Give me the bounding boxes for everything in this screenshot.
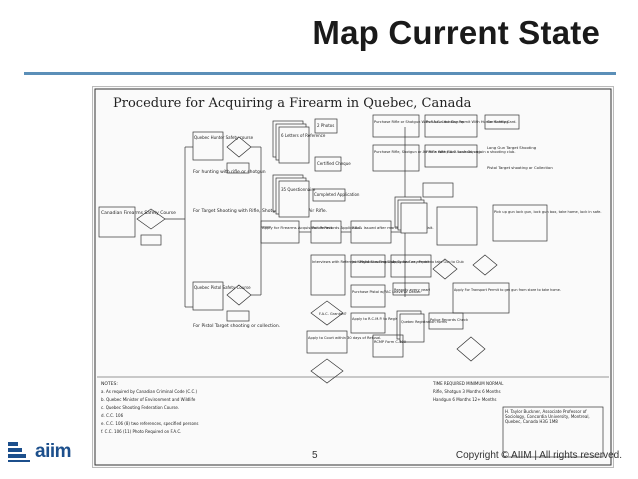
label-hunting-permit: Purchase Hunting Permit With Hunter Safe… — [426, 120, 517, 124]
decision-pass-exam-1 — [136, 208, 166, 230]
box-go-hunting — [484, 114, 520, 130]
box-reapply — [392, 282, 430, 296]
box-hunter-course — [192, 131, 224, 161]
stack-letters-2 — [394, 196, 428, 234]
time-row-1: Rifle, Shotgun 3 Months 6 Months — [433, 389, 501, 394]
label-hunting: For hunting with rifle or shotgun — [193, 169, 266, 175]
label-completed-app: Completed Application — [314, 192, 360, 197]
box-transport-permit — [452, 282, 510, 314]
label-find-place: Find a safe place to shoot, or join a sh… — [426, 150, 515, 154]
note-e: e. C.C. 106 (8) two references, specifie… — [101, 421, 199, 426]
stack-registration — [396, 310, 425, 343]
decision-fac-granted-1 — [310, 300, 344, 326]
note-c: c. Quebec Shooting Federation Course. — [101, 405, 179, 410]
author-box — [502, 406, 604, 458]
process-map-image: Procedure for Acquiring a Firearm in Que… — [92, 86, 614, 468]
box-find-place — [424, 144, 478, 168]
decision-carry-granted — [432, 258, 458, 280]
box-pistol-course — [192, 281, 224, 311]
label-pick-up: Pick up gun lock gun, lock gun box, take… — [494, 210, 602, 214]
title-divider — [24, 72, 616, 75]
box-canadian-course — [98, 206, 136, 238]
author-credit: H. Taylor Buckner, Associate Professor o… — [505, 409, 590, 424]
label-go-hunting: Go Hunting — [487, 119, 509, 124]
label-fac-issued: F.A.C. Issued after mandatory 28 Day Wai… — [352, 225, 434, 230]
aiim-logo-text: aiim — [35, 441, 72, 462]
copyright-notice: Copyright © AIIM | All rights reserved. — [455, 450, 622, 461]
box-photos — [314, 118, 338, 134]
label-target-shooting: For Target Shooting with Rifle, Shotgun … — [193, 208, 327, 214]
decision-pass-exam-3 — [226, 284, 252, 306]
decision-transport-granted — [472, 254, 498, 276]
label-rcmp-form: RCMP Form C-300 — [374, 340, 407, 344]
aiim-logo: aiim — [8, 440, 72, 464]
slide-title: Map Current State — [312, 14, 600, 51]
note-d: d. C.C. 106 — [101, 413, 124, 418]
box-purchase-rifle — [372, 114, 420, 138]
box-retake-1 — [140, 234, 162, 246]
label-reapply: Reapply every year! — [394, 288, 430, 292]
box-apply-court — [306, 330, 348, 354]
decision-registration — [456, 336, 486, 362]
box-rcmp-form — [372, 334, 404, 358]
label-pistol-course: Quebec Pistol Safety Course — [194, 285, 251, 290]
box-cheque — [314, 156, 342, 172]
notes-heading: NOTES: — [101, 381, 118, 387]
decision-fac-granted-2 — [310, 358, 344, 384]
label-transport-permit: Apply For Transport Permit to get gun fr… — [454, 288, 561, 292]
label-apply-court: Apply to Court within 30 days of Refusal… — [308, 336, 381, 340]
label-questionnaire: 35 Questionnaire — [281, 187, 316, 192]
box-police-check-top — [422, 182, 454, 198]
box-carry-permit — [390, 254, 432, 278]
page-number: 5 — [312, 450, 318, 461]
label-pistol-target-right: Pistol Target shooting or Collection — [487, 165, 553, 170]
label-interviews: Interviews with Referees Neighbours Empl… — [312, 260, 432, 264]
time-heading: TIME REQUIRED MINIMUM NORMAL — [432, 381, 504, 386]
box-pick-up — [492, 204, 548, 242]
label-hunter-course: Quebec Hunter Safety course — [194, 135, 254, 140]
label-pistol-target: For Pistol Target shooting or collection… — [193, 323, 280, 329]
label-letters: 6 Letters of Reference — [281, 133, 326, 138]
label-long-gun: Long Gun Target Shooting — [487, 145, 537, 150]
label-apply-rcmp: Apply to R.C.M.P. to Register Pistol — [352, 317, 414, 321]
box-interviews — [310, 254, 346, 296]
label-fac-granted: F.A.C. Granted? — [319, 312, 347, 316]
box-apply-rcmp — [350, 312, 386, 334]
label-registration: Quebec Registration Forms — [401, 320, 447, 324]
note-b: b. Quebec Minister of Environment and Wi… — [101, 397, 196, 402]
stack-letters — [272, 120, 310, 164]
label-apply-fac: Apply for Firearms Acquisition Permit — [262, 225, 333, 230]
label-purchase-rifle: Purchase Rifle or Shotgun With F.A.C. Lo… — [374, 120, 465, 124]
box-completed-app — [312, 188, 346, 202]
decision-pass-exam-2 — [226, 136, 252, 158]
box-police-check — [428, 312, 464, 330]
diagram-title: Procedure for Acquiring a Firearm in Que… — [113, 96, 472, 111]
aiim-logo-icon — [8, 442, 30, 462]
time-row-2: Handgun 6 Months 12+ Months — [433, 397, 496, 402]
stack-questionnaire — [272, 174, 310, 218]
label-purchase-air: Purchase Rifle, Shotgun or Air Rifle Wit… — [374, 150, 482, 154]
label-photos: 2 Photos — [317, 123, 334, 128]
box-join-club — [350, 254, 386, 278]
box-interviews-2 — [436, 206, 478, 246]
box-hunting-permit — [424, 114, 478, 138]
box-purchase-pistol — [350, 284, 386, 308]
diagram-frame — [94, 88, 612, 466]
note-a: a. As required by Canadian Criminal Code… — [101, 389, 198, 394]
label-cheque: Certified Cheque — [317, 161, 351, 166]
label-canadian-course: Canadian Firearms Safety Course — [101, 210, 176, 216]
box-purchase-air — [372, 144, 420, 172]
label-carry-permit: Apply for Carry Permit to take Gun to Cl… — [392, 260, 464, 264]
label-police-check: Police Records Check — [430, 318, 469, 322]
label-police-app: Police Records Application — [312, 225, 362, 230]
label-join-club: Join Pistol Shooting Club. — [351, 260, 397, 264]
label-purchase-pistol: Purchase Pistol w/FAC Leave at Dealer. — [352, 290, 421, 294]
note-f: f. C.C. 106 (11) Photo Required on F.A.C… — [101, 429, 181, 434]
